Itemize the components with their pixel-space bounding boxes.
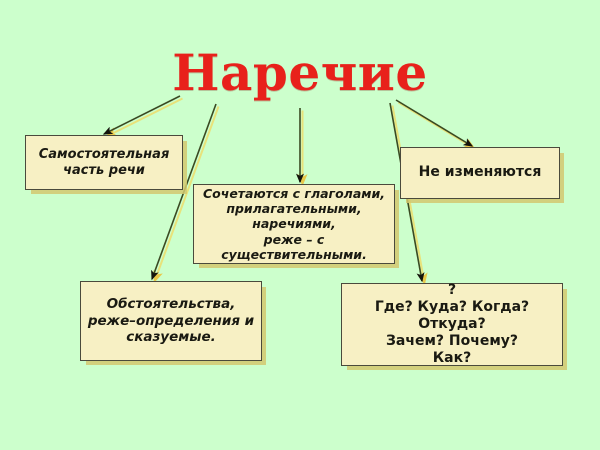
node-combines-label: Сочетаются с глаголами, прилагательными,…	[202, 185, 385, 262]
node-independent-part: Самостоятельная часть речи	[25, 135, 183, 190]
node-questions: ? Где? Куда? Когда? Откуда? Зачем? Почем…	[341, 281, 563, 367]
title-to-not-changed-arrow	[395, 99, 474, 147]
node-syntactic-role-label: Обстоятельства, реже–определения и сказу…	[87, 296, 255, 346]
title-to-not-changed-shadow	[397, 101, 476, 150]
title-to-independent-part-shadow	[105, 97, 183, 138]
node-syntactic-role: Обстоятельства, реже–определения и сказу…	[80, 281, 262, 361]
node-questions-label: ? Где? Куда? Когда? Откуда? Зачем? Почем…	[374, 281, 530, 367]
node-not-changed: Не изменяются	[400, 147, 560, 199]
node-independent-part-label: Самостоятельная часть речи	[38, 146, 170, 178]
page-title: Наречие	[172, 43, 428, 102]
node-combines: Сочетаются с глаголами, прилагательными,…	[193, 184, 395, 264]
node-not-changed-label: Не изменяются	[418, 164, 542, 181]
title-to-independent-part-arrow	[102, 95, 181, 135]
